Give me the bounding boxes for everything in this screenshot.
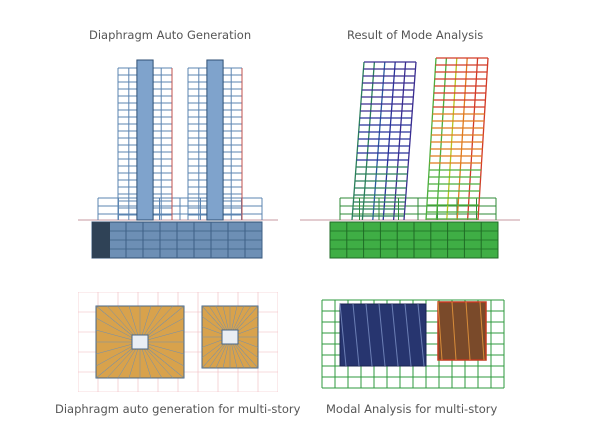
caption-diaphragm-auto-generation: Diaphragm Auto Generation [89, 28, 252, 42]
caption-modal-analysis-multi-story: Modal Analysis for multi-story [326, 402, 498, 416]
modal-plan-view [321, 299, 505, 389]
mode-analysis-elevation-model [300, 57, 520, 259]
caption-diaphragm-multi-story: Diaphragm auto generation for multi-stor… [55, 402, 301, 416]
caption-result-of-mode-analysis: Result of Mode Analysis [347, 28, 484, 42]
diaphragm-plan-view [78, 292, 278, 392]
diaphragm-elevation-model [78, 59, 278, 259]
